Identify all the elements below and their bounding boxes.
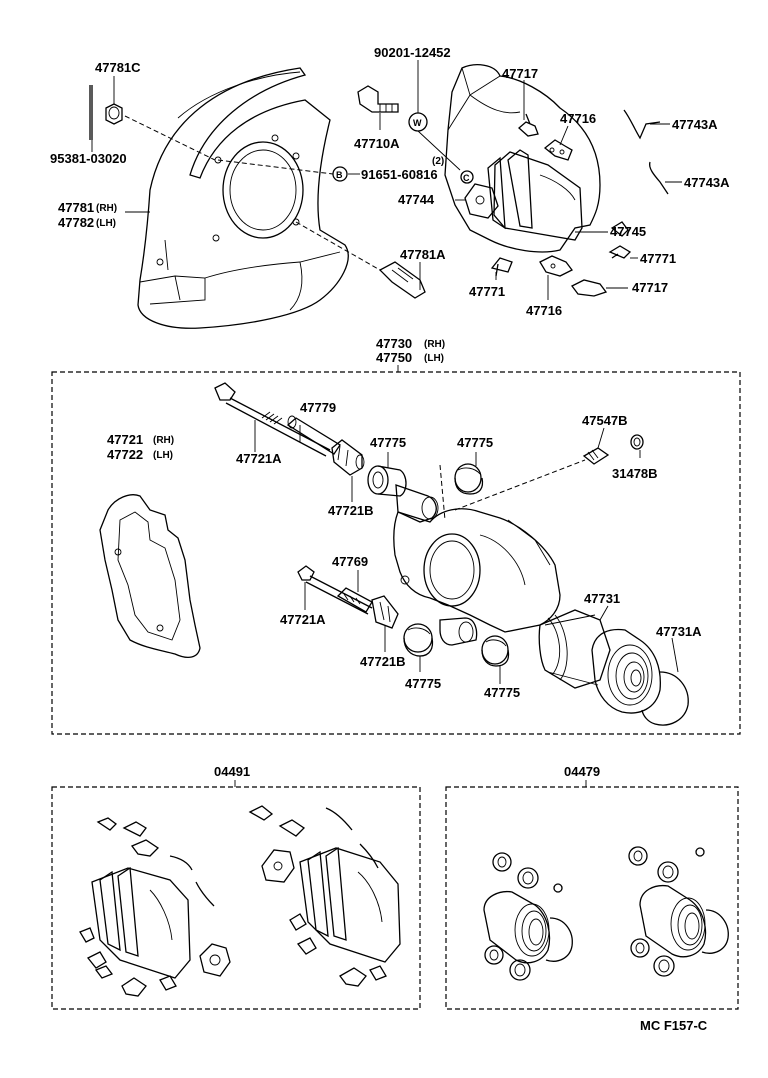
- label-47731A: 47731A: [656, 624, 702, 639]
- caliper-leaders: [254, 420, 679, 684]
- clip-c: [460, 170, 474, 184]
- bleeder-plug-47547B: [582, 447, 610, 465]
- bleeder-cap-31478B: [630, 434, 644, 450]
- svg-text:C: C: [463, 173, 470, 183]
- label-47781A: 47781A: [400, 247, 446, 262]
- label-47771a: 47771: [469, 284, 505, 299]
- label-47721Aa: 47721A: [236, 451, 282, 466]
- label-47779: 47779: [300, 400, 336, 415]
- seal-kit-parts: [483, 846, 729, 981]
- bushing-47775-upper-left: [367, 465, 407, 497]
- pad-clip-47717b: [571, 279, 608, 297]
- bushing-47775-lower-left: [403, 623, 434, 657]
- pad-clip-47716b: [539, 255, 573, 277]
- dust-cover-group: B W: [89, 64, 669, 329]
- label-47731: 47731: [584, 591, 620, 606]
- label-47717b: 47717: [632, 280, 668, 295]
- pad-kit-frame: [51, 786, 421, 1010]
- caliper-body: [393, 508, 561, 633]
- pad-clip-47745: [610, 221, 629, 237]
- caliper-mounting-bracket: [99, 494, 201, 659]
- label-caliper-lh: (LH): [424, 353, 444, 364]
- label-47775a: 47775: [370, 435, 406, 450]
- cylinder-boot-47731: [591, 628, 661, 714]
- slide-pin-47721A-lower: [297, 565, 373, 615]
- anti-rattle-spring-47743Ab: [648, 161, 669, 195]
- boot-47721B-upper: [331, 439, 365, 476]
- label-95381: 95381-03020: [50, 151, 127, 166]
- dust-cover-hub-hole: [222, 141, 304, 239]
- piston-47731: [538, 609, 611, 689]
- piston-seal-47731A: [641, 671, 689, 726]
- pad-clip-47716a: [543, 139, 573, 161]
- disc-brake-dust-cover: [137, 67, 349, 329]
- label-47743Aa: 47743A: [672, 117, 718, 132]
- label-47781C: 47781C: [95, 60, 141, 75]
- disc-brake-pads: [487, 149, 583, 241]
- label-kit-04479: 04479: [564, 764, 600, 779]
- label-47721Ab: 47721A: [280, 612, 326, 627]
- label-47722: 47722: [107, 447, 143, 462]
- anti-squeal-shim-47744: [464, 183, 499, 219]
- label-47721Ba: 47721B: [328, 503, 374, 518]
- label-47769: 47769: [332, 554, 368, 569]
- svg-text:B: B: [336, 170, 343, 180]
- caliper-assembly-frame: [51, 371, 741, 735]
- label-47721Bb: 47721B: [360, 654, 406, 669]
- label-47710A: 47710A: [354, 136, 400, 151]
- label-47716b: 47716: [526, 303, 562, 318]
- label-caliper-47730: 47730: [376, 336, 412, 351]
- label-47547B: 47547B: [582, 413, 628, 428]
- sleeve-47769: [336, 587, 373, 613]
- boot-47721B-lower: [371, 595, 399, 629]
- seal-kit-frame: [445, 786, 739, 1010]
- figure-code: MC F157-C: [640, 1018, 708, 1033]
- caliper-cylinder-bore: [423, 533, 481, 607]
- label-rh-47781: (RH): [96, 203, 117, 214]
- label-47743Ab: 47743A: [684, 175, 730, 190]
- pad-kit-parts: [79, 805, 401, 997]
- label-caliper-47750: 47750: [376, 350, 412, 365]
- label-47745: 47745: [610, 224, 646, 239]
- label-rh-47721: (RH): [153, 435, 174, 446]
- label-47717a: 47717: [502, 66, 538, 81]
- label-qty2: (2): [432, 156, 444, 167]
- label-47744: 47744: [398, 192, 435, 207]
- caliper-parts: [99, 382, 689, 726]
- pad-clip-47771b: [608, 245, 632, 259]
- label-31478B: 31478B: [612, 466, 658, 481]
- upper-leaders: [91, 60, 682, 300]
- label-kit-04491: 04491: [214, 764, 250, 779]
- label-caliper-rh: (RH): [424, 339, 445, 350]
- label-47781: 47781: [58, 200, 94, 215]
- label-lh-47782: (LH): [96, 218, 116, 229]
- label-90201: 90201-12452: [374, 45, 451, 60]
- sleeve-47779: [286, 415, 341, 455]
- label-47721: 47721: [107, 432, 143, 447]
- bushing-47775-upper-right: [454, 463, 484, 495]
- label-47716a: 47716: [560, 111, 596, 126]
- label-47775d: 47775: [484, 685, 520, 700]
- label-47775b: 47775: [457, 435, 493, 450]
- pad-clip-47771a: [490, 257, 513, 277]
- slide-pin-47721A-upper: [214, 382, 331, 457]
- label-91651: 91651-60816: [361, 167, 438, 182]
- bolt-47781A: [295, 221, 426, 299]
- svg-text:W: W: [413, 118, 422, 128]
- label-lh-47722: (LH): [153, 450, 173, 461]
- label-47775c: 47775: [405, 676, 441, 691]
- label-47782: 47782: [58, 215, 94, 230]
- anti-rattle-spring-47743Aa: [623, 109, 661, 140]
- pad-support-plate: [444, 64, 601, 253]
- bushing-47775-lower-right: [481, 635, 510, 667]
- label-47771b: 47771: [640, 251, 676, 266]
- pad-clip-47717a: [518, 113, 539, 137]
- bolt-47710A: [357, 85, 399, 113]
